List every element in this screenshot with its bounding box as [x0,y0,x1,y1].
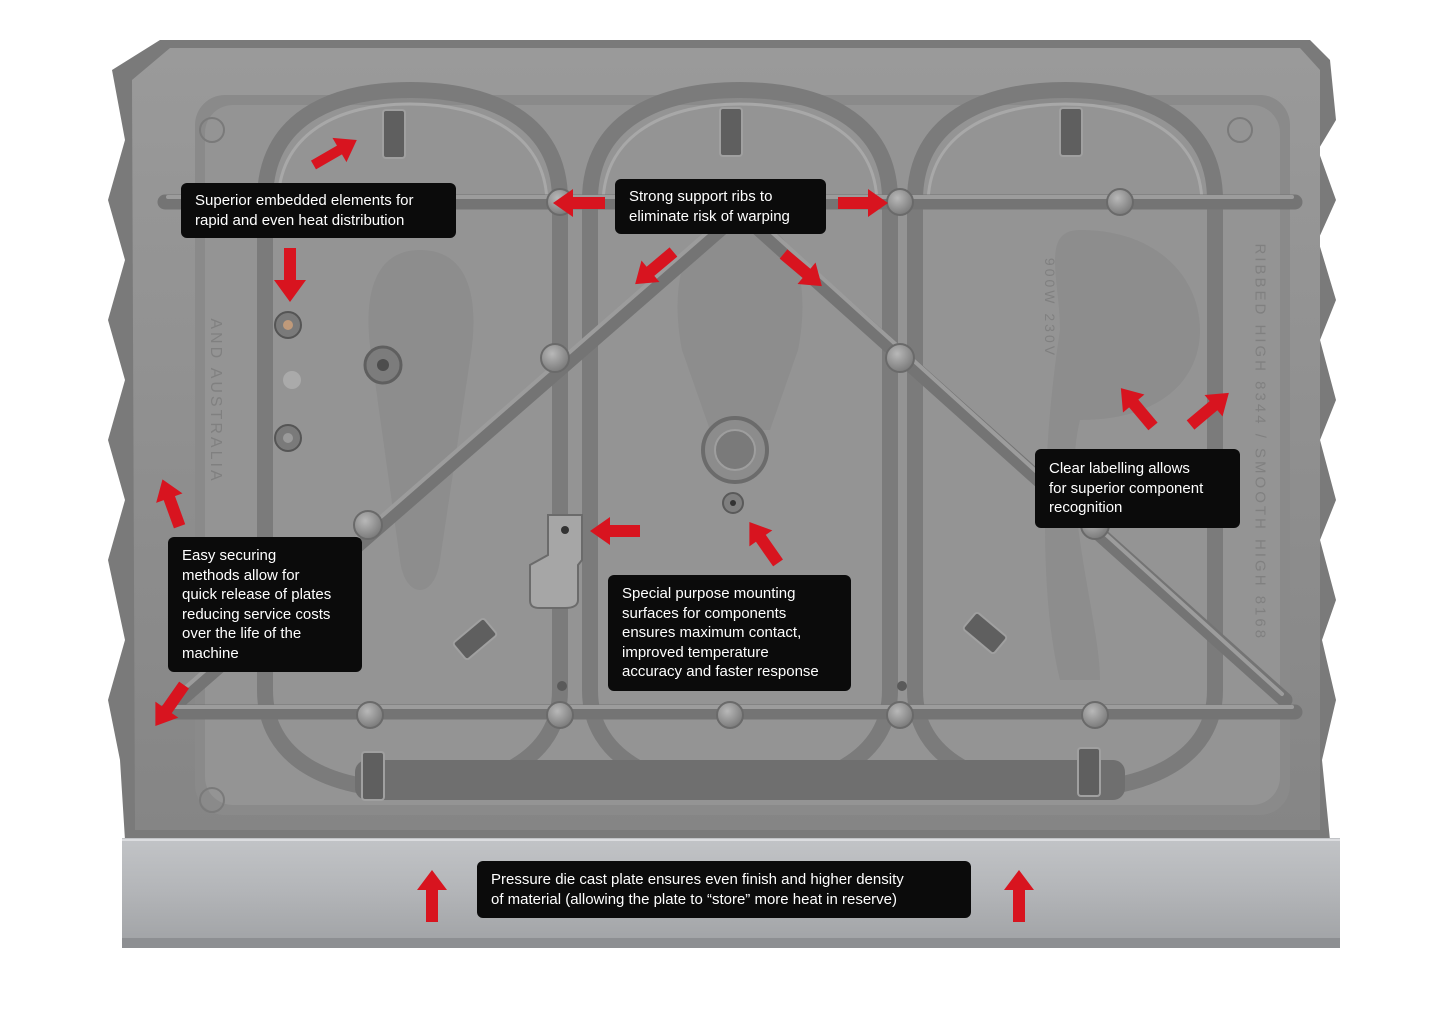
callout-labelling: Clear labelling allows for superior comp… [1035,449,1240,528]
bottom-trough [355,760,1125,800]
sensor-boss [701,416,769,514]
arrow-label-upright [1186,392,1229,430]
callout-line: quick release of plates [182,586,332,603]
callout-line: improved temperature [622,643,769,661]
arrow-ribs-downright [779,249,822,287]
callout-line: ensures maximum contact, [622,624,802,641]
callout-line: accuracy and faster response [622,663,819,680]
arrow-mount-upleft [749,521,783,567]
callout-line: machine [182,644,239,662]
callout-line: of material (allowing the plate to “stor… [491,890,898,908]
callout-securing: Easy securing methods allow for quick re… [168,537,362,672]
callout-line: reducing service costs [182,605,331,623]
callout-heat-elements: Superior embedded elements for rapid and… [181,183,456,238]
callout-support-ribs: Strong support ribs to eliminate risk of… [615,179,826,234]
arrow-ribs-downleft [635,247,678,285]
callout-line: Strong support ribs to [629,188,773,205]
callout-line: for superior component [1049,479,1204,497]
callout-line: eliminate risk of warping [629,207,790,225]
arrow-diecast-right [1004,870,1034,922]
callout-line: Easy securing [182,547,277,564]
callout-line: rapid and even heat distribution [195,211,405,229]
arrow-ribs-left [553,189,605,217]
callout-line: over the life of the [182,625,302,642]
arrow-label-upleft [1120,388,1158,431]
callout-mounting: Special purpose mounting surfaces for co… [608,575,851,691]
callout-line: Superior embedded elements for [195,192,414,209]
mounting-tab [529,514,583,609]
callout-line: Special purpose mounting [622,585,796,602]
arrow-heat-down [274,248,306,302]
engraving-center: 900W 230V [1042,257,1058,359]
arrow-mount-left [590,517,640,545]
arrow-secure-down [155,681,189,727]
arrow-secure-up [156,479,186,529]
engraving-left: AND AUSTRALIA [207,318,224,484]
callout-line: Clear labelling allows [1049,460,1190,477]
callout-die-cast: Pressure die cast plate ensures even fin… [477,861,971,918]
corner-pins [199,117,1253,813]
callout-line: surfaces for components [622,604,787,622]
arrow-diecast-left [417,870,447,922]
arrow-heat-up [310,137,357,170]
callout-line: Pressure die cast plate ensures even fin… [491,871,904,888]
callout-line: recognition [1049,499,1123,516]
element-terminals [274,311,403,452]
callout-line: methods allow for [182,566,300,584]
engraving-right: RIBBED HIGH 8344 / SMOOTH HIGH 8168 [1251,243,1269,642]
mounting-slots [361,107,1101,801]
lobe-highlights [276,102,1204,206]
arrow-ribs-right [838,189,888,217]
red-arrows [155,137,1229,922]
